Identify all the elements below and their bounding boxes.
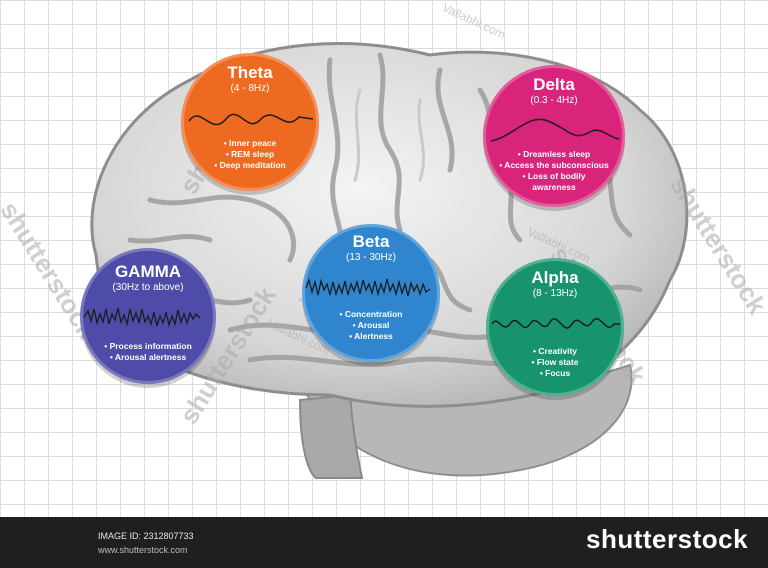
beta-circle: Beta (13 - 30Hz) • Concentration • Arous…: [302, 224, 440, 362]
gamma-title: GAMMA: [114, 262, 182, 281]
footer-bar: IMAGE ID: 2312807733 www.shutterstock.co…: [0, 517, 768, 568]
theta-wave: [188, 113, 314, 126]
gamma-wave: [83, 307, 201, 328]
gamma-bullet: • Arousal alertness: [109, 352, 187, 362]
alpha-bullet: • Creativity: [532, 346, 578, 356]
delta-wave: [490, 118, 620, 142]
beta-bullet: • Alertness: [349, 331, 393, 341]
alpha-wave: [491, 318, 620, 329]
delta-circle: Delta (0.3 - 4Hz) • Dreamless sleep • Ac…: [483, 65, 625, 207]
delta-title: Delta: [533, 75, 575, 94]
delta-range: (0.3 - 4Hz): [530, 95, 578, 106]
theta-bullet: • Deep meditation: [214, 160, 286, 170]
alpha-bullet: • Focus: [539, 368, 571, 378]
site-url[interactable]: www.shutterstock.com: [98, 545, 188, 555]
gamma-circle: GAMMA (30Hz to above) • Process informat…: [80, 248, 216, 384]
delta-bullet: • Loss of bodily: [522, 171, 586, 181]
alpha-bullet: • Flow state: [531, 357, 579, 367]
diagram-canvas: shutterstock shutterstock shutterstock s…: [0, 0, 768, 517]
beta-bullet: • Concentration: [339, 309, 403, 319]
beta-bullet: • Arousal: [352, 320, 390, 330]
brand-logo[interactable]: shutterstock: [586, 524, 749, 554]
theta-title: Theta: [227, 63, 273, 82]
image-id: IMAGE ID: 2312807733: [98, 531, 194, 541]
delta-bullet: awareness: [532, 182, 576, 192]
delta-bullet: • Dreamless sleep: [517, 149, 591, 159]
beta-title: Beta: [352, 232, 390, 251]
beta-range: (13 - 30Hz): [345, 252, 396, 263]
delta-bullet: • Access the subconscious: [499, 160, 609, 170]
alpha-range: (8 - 13Hz): [532, 288, 578, 299]
theta-circle: Theta (4 - 8Hz) • Inner peace • REM slee…: [181, 53, 319, 191]
gamma-bullet: • Process information: [104, 341, 192, 351]
gamma-range: (30Hz to above): [112, 282, 184, 293]
alpha-title: Alpha: [531, 268, 579, 287]
theta-range: (4 - 8Hz): [230, 83, 270, 94]
alpha-circle: Alpha (8 - 13Hz) • Creativity • Flow sta…: [486, 258, 624, 396]
theta-bullet: • Inner peace: [223, 138, 277, 148]
beta-wave: [305, 277, 431, 297]
theta-bullet: • REM sleep: [225, 149, 275, 159]
